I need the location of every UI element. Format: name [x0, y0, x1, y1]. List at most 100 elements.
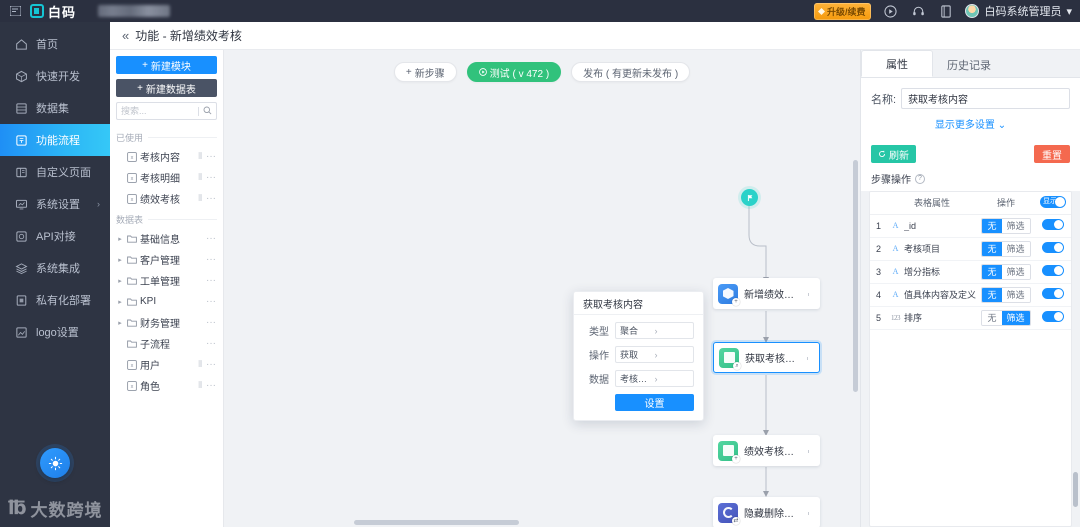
- popup-field-select[interactable]: 聚合›: [615, 322, 694, 339]
- show-toggle[interactable]: [1042, 219, 1064, 230]
- op-option-1[interactable]: 无: [982, 287, 1002, 302]
- canvas-horizontal-scrollbar[interactable]: [354, 520, 519, 525]
- tree-item[interactable]: ▸客户管理···: [116, 249, 217, 270]
- row-more-icon[interactable]: ···: [206, 338, 216, 349]
- app-logo[interactable]: 白码: [30, 2, 88, 21]
- upgrade-badge[interactable]: 升级/续费: [813, 2, 872, 20]
- properties-scrollbar[interactable]: [1073, 472, 1078, 507]
- tree-item[interactable]: ▸工单管理···: [116, 270, 217, 291]
- row-more-icon[interactable]: ···: [206, 151, 216, 162]
- publish-button[interactable]: 发布 ( 有更新未发布 ): [571, 62, 691, 82]
- show-toggle[interactable]: [1042, 265, 1064, 276]
- flow-node[interactable]: ⇄隐藏删除按钮···: [713, 497, 820, 527]
- sidebar-item-10[interactable]: logo设置: [0, 316, 110, 348]
- expand-caret-icon[interactable]: ▸: [118, 277, 122, 285]
- vertical-dots-icon[interactable]: ···: [803, 356, 813, 359]
- filter-sliders-icon[interactable]: ⫴: [198, 380, 202, 390]
- flow-canvas[interactable]: + 新步骤 测试 ( v 472 ) 发布 ( 有更新未发布 ): [224, 50, 860, 527]
- sidebar-item-5[interactable]: 自定义页面: [0, 156, 110, 188]
- new-module-button[interactable]: + 新建模块: [116, 56, 217, 74]
- operation-segmented-control[interactable]: 无筛选: [981, 240, 1031, 257]
- row-more-icon[interactable]: ···: [206, 317, 216, 328]
- filter-sliders-icon[interactable]: ⫴: [198, 359, 202, 369]
- back-icon[interactable]: «: [122, 28, 129, 43]
- tab-attributes[interactable]: 属性: [861, 50, 933, 77]
- expand-caret-icon[interactable]: ▸: [118, 256, 122, 264]
- expand-caret-icon[interactable]: ▸: [118, 319, 122, 327]
- canvas-vertical-scrollbar[interactable]: [853, 160, 858, 392]
- tree-item[interactable]: 子流程···: [116, 333, 217, 354]
- sidebar-item-3[interactable]: 数据集: [0, 92, 110, 124]
- popup-field-select[interactable]: 获取›: [615, 346, 694, 363]
- flow-start-node[interactable]: [741, 189, 758, 206]
- vertical-dots-icon[interactable]: ···: [804, 292, 814, 295]
- sidebar-item-9[interactable]: 私有化部署: [0, 284, 110, 316]
- flow-node[interactable]: +新增绩效考核...···: [713, 278, 820, 309]
- op-option-2[interactable]: 筛选: [1001, 287, 1030, 302]
- row-more-icon[interactable]: ···: [206, 275, 216, 286]
- new-step-button[interactable]: + 新步骤: [393, 62, 457, 82]
- popup-submit-button[interactable]: 设置: [615, 394, 694, 411]
- theme-toggle-button[interactable]: [40, 448, 70, 478]
- flow-node[interactable]: ⌕获取考核内容···: [713, 342, 820, 373]
- vertical-dots-icon[interactable]: ···: [804, 449, 814, 452]
- tree-item[interactable]: ▸基础信息···: [116, 228, 217, 249]
- headset-icon[interactable]: [909, 2, 927, 20]
- row-more-icon[interactable]: ···: [206, 193, 216, 204]
- row-more-icon[interactable]: ···: [206, 254, 216, 265]
- expand-caret-icon[interactable]: ▸: [118, 235, 122, 243]
- operation-segmented-control[interactable]: 无筛选: [981, 263, 1031, 280]
- list-menu-icon[interactable]: [0, 6, 30, 16]
- new-table-button[interactable]: + 新建数据表: [116, 79, 217, 97]
- flow-node[interactable]: +绩效考核内容···: [713, 435, 820, 466]
- row-more-icon[interactable]: ···: [206, 359, 216, 370]
- operation-segmented-control[interactable]: 无筛选: [981, 309, 1031, 326]
- op-option-2[interactable]: 筛选: [1001, 241, 1030, 256]
- book-icon[interactable]: [937, 2, 955, 20]
- show-toggle[interactable]: [1042, 311, 1064, 322]
- op-option-1[interactable]: 无: [982, 218, 1002, 233]
- test-button[interactable]: 测试 ( v 472 ): [466, 62, 562, 82]
- op-option-1[interactable]: 无: [982, 310, 1002, 325]
- expand-caret-icon[interactable]: ▸: [118, 298, 122, 306]
- row-more-icon[interactable]: ···: [206, 296, 216, 307]
- op-option-2[interactable]: 筛选: [1001, 264, 1030, 279]
- show-more-settings-link[interactable]: 显示更多设置 ⌄: [871, 116, 1070, 131]
- sidebar-item-7[interactable]: API对接: [0, 220, 110, 252]
- show-all-toggle[interactable]: 显示: [1040, 195, 1066, 208]
- op-option-2[interactable]: 筛选: [1001, 310, 1030, 325]
- sidebar-item-8[interactable]: 系统集成: [0, 252, 110, 284]
- filter-sliders-icon[interactable]: ⫴: [198, 172, 202, 182]
- filter-sliders-icon[interactable]: ⫴: [198, 193, 202, 203]
- row-more-icon[interactable]: ···: [206, 172, 216, 183]
- op-option-2[interactable]: 筛选: [1001, 218, 1030, 233]
- show-toggle[interactable]: [1042, 288, 1064, 299]
- filter-sliders-icon[interactable]: ⫴: [198, 151, 202, 161]
- user-menu[interactable]: 白码系统管理员 ▾: [965, 3, 1072, 19]
- play-circle-icon[interactable]: [881, 2, 899, 20]
- op-option-1[interactable]: 无: [982, 241, 1002, 256]
- search-input[interactable]: [121, 106, 194, 116]
- tab-history[interactable]: 历史记录: [947, 59, 991, 72]
- sidebar-item-2[interactable]: 快速开发: [0, 60, 110, 92]
- sidebar-item-6[interactable]: 系统设置›: [0, 188, 110, 220]
- sidebar-item-4[interactable]: 功能流程: [0, 124, 110, 156]
- operation-segmented-control[interactable]: 无筛选: [981, 217, 1031, 234]
- op-option-1[interactable]: 无: [982, 264, 1002, 279]
- search-icon[interactable]: [203, 106, 212, 117]
- tree-item[interactable]: ▸KPI···: [116, 291, 217, 312]
- row-more-icon[interactable]: ···: [206, 233, 216, 244]
- vertical-dots-icon[interactable]: ···: [804, 511, 814, 514]
- refresh-button[interactable]: 刷新: [871, 145, 916, 163]
- show-toggle[interactable]: [1042, 242, 1064, 253]
- reset-button[interactable]: 重置: [1034, 145, 1070, 163]
- tree-item[interactable]: ▸财务管理···: [116, 312, 217, 333]
- name-input[interactable]: [901, 88, 1070, 109]
- sidebar-item-1[interactable]: 首页: [0, 28, 110, 60]
- help-icon[interactable]: ?: [915, 173, 925, 184]
